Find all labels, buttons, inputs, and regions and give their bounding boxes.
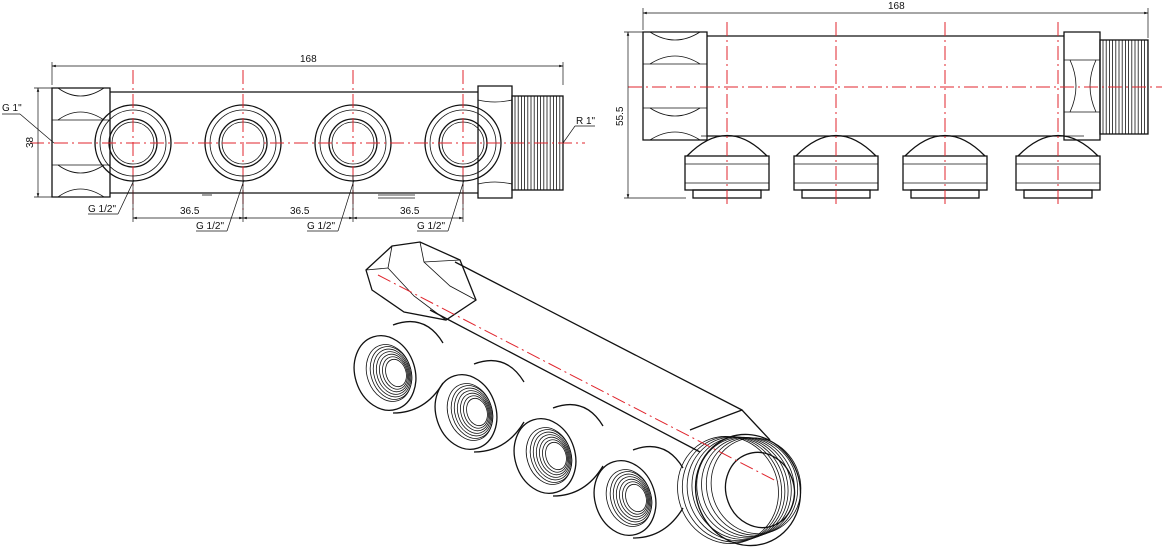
iso-port-boss <box>473 421 525 453</box>
isometric-view <box>353 241 802 547</box>
iso-port-boss <box>632 507 684 539</box>
iso-port-thread <box>532 431 572 481</box>
iso-outlet-threads <box>677 436 802 544</box>
front-height-label: 38 <box>25 136 36 148</box>
iso-port-thread <box>372 348 412 398</box>
iso-port-3 <box>513 403 604 497</box>
iso-port-thread <box>609 471 653 525</box>
iso-port-thread <box>612 473 652 523</box>
iso-port-thread <box>456 390 492 434</box>
port-spacing-label-3: 36.5 <box>400 206 420 217</box>
front-height-dimension: 38 <box>25 87 52 198</box>
port-spacing-label-1: 36.5 <box>180 206 200 217</box>
iso-port-thread <box>625 483 647 513</box>
inlet-thread-label: G 1" <box>2 103 22 114</box>
inlet-thread-callout: G 1" <box>2 103 55 144</box>
iso-port-thread <box>545 441 567 471</box>
front-ports <box>94 70 502 210</box>
side-view: 168 <box>615 1 1162 205</box>
port-spacing-label-2: 36.5 <box>290 206 310 217</box>
iso-port-thread <box>622 481 648 515</box>
iso-port-rim <box>434 374 498 450</box>
iso-port-thread <box>375 351 411 395</box>
side-ports <box>684 135 1101 199</box>
side-vertical-axes <box>726 22 1059 205</box>
iso-thread-ring <box>710 437 802 535</box>
outlet-thread-label: R 1" <box>576 116 596 127</box>
outlet-thread-callout: R 1" <box>562 116 596 144</box>
port-thread-label-4: G 1/2" <box>417 221 445 232</box>
iso-port-boss <box>392 320 444 344</box>
iso-ports <box>353 320 684 539</box>
iso-port-1 <box>353 320 444 414</box>
iso-port-thread <box>379 353 409 393</box>
front-view: 168 <box>2 54 596 232</box>
iso-port-thread <box>539 436 569 476</box>
iso-center-axis <box>377 274 779 483</box>
iso-port-thread <box>542 439 568 473</box>
front-length-label: 168 <box>300 54 317 65</box>
iso-port-boss <box>473 359 525 383</box>
iso-port-2 <box>434 359 525 453</box>
iso-port-thread <box>460 392 490 432</box>
iso-port-4 <box>593 445 684 539</box>
port-spacing-dimensions: 36.5 36.5 36.5 <box>132 175 464 222</box>
iso-port-thread <box>450 385 494 439</box>
iso-port-thread <box>535 434 571 478</box>
iso-port-thread <box>453 387 493 437</box>
side-length-dimension: 168 <box>642 1 1149 38</box>
iso-port-thread <box>369 346 413 400</box>
iso-port-thread <box>463 395 489 429</box>
port-thread-label-2: G 1/2" <box>196 221 224 232</box>
port-thread-callouts: G 1/2" G 1/2" G 1/2" G 1/2" <box>88 179 465 232</box>
iso-port-rim <box>353 335 417 411</box>
iso-port-thread <box>529 429 573 483</box>
manifold-body-side <box>642 31 1149 141</box>
iso-port-boss <box>552 403 604 427</box>
port-thread-label-1: G 1/2" <box>88 204 116 215</box>
iso-port-thread <box>619 478 649 518</box>
side-height-label: 55.5 <box>615 106 626 126</box>
side-height-dimension: 55.5 <box>615 31 686 199</box>
iso-port-boss <box>552 465 604 497</box>
iso-port-thread <box>385 358 407 388</box>
iso-port-thread <box>615 476 651 520</box>
iso-port-boss <box>632 445 684 469</box>
iso-port-thread <box>382 356 408 390</box>
iso-port-rim <box>513 418 577 494</box>
iso-port-rim <box>593 460 657 536</box>
side-length-label: 168 <box>888 1 905 12</box>
front-length-dimension: 168 <box>51 54 564 85</box>
iso-port-thread <box>466 397 488 427</box>
port-thread-label-3: G 1/2" <box>307 221 335 232</box>
